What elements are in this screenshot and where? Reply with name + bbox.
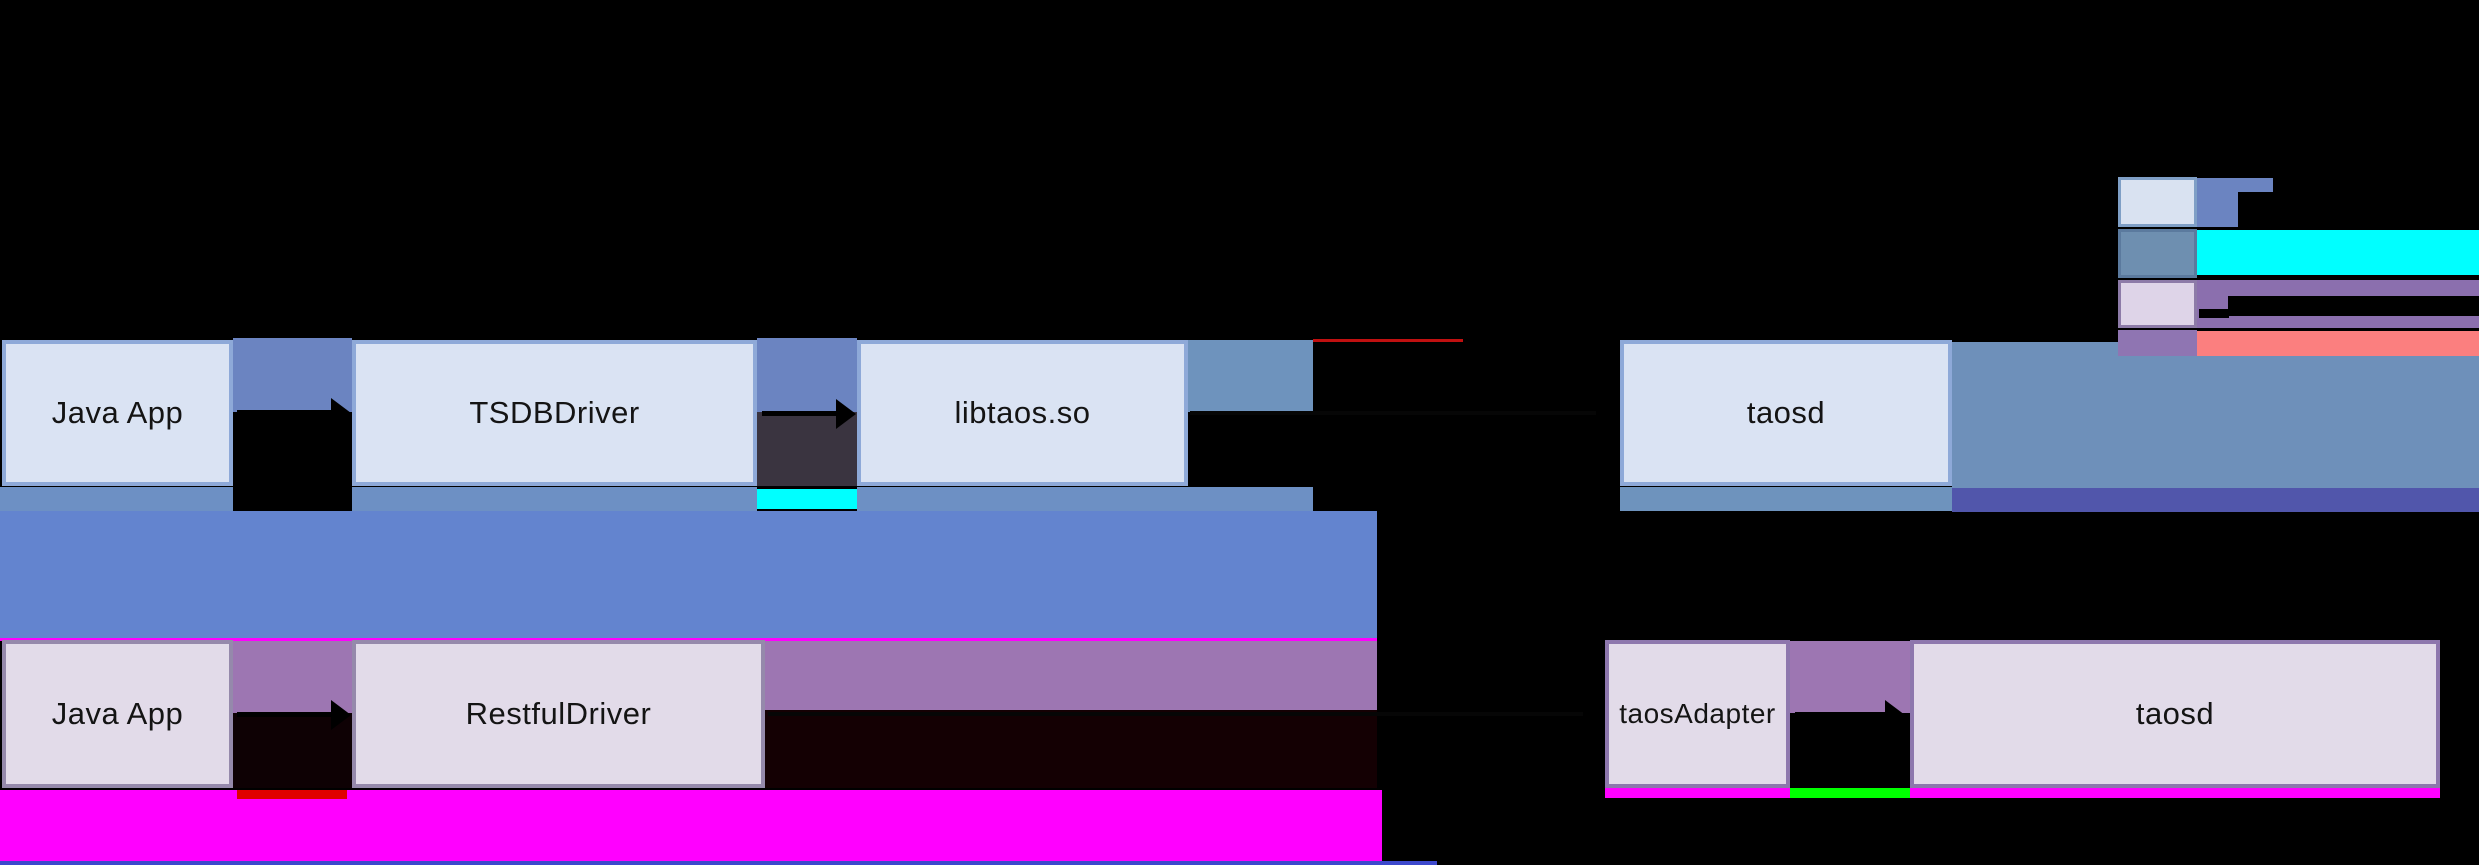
arrow-head-app-to-tsdb <box>331 398 351 428</box>
tsdbdriver-node: TSDBDriver <box>352 340 757 486</box>
restfuldriver-node: RestfulDriver <box>352 640 765 788</box>
legend-ink-row1 <box>2238 192 2273 227</box>
legend-swatch-light-blue <box>2118 177 2197 227</box>
legend-ink-row3-main <box>2228 296 2479 316</box>
arrow-head-adapter-to-taosd <box>1885 700 1905 730</box>
steel-rectangle-right-of-taosd <box>1952 342 2479 488</box>
restful-java-app-node: Java App <box>2 640 233 788</box>
libtaos-node: libtaos.so <box>857 340 1188 486</box>
legend-swatch-lavender <box>2118 280 2197 328</box>
restful-java-app-label: Java App <box>51 696 184 731</box>
arrow-head-restful-to-adapter <box>1583 700 1603 730</box>
legend-band-cyan <box>2197 230 2479 275</box>
legend-swatch-purple <box>2118 330 2197 356</box>
magenta-separator-line <box>0 638 1377 641</box>
arrow-line-adapter-to-taosd <box>1795 712 1887 717</box>
arrow-line-app-to-restful <box>237 712 333 717</box>
legend-ink-row3-small <box>2199 309 2229 318</box>
strip-under-javaapp-row1 <box>0 487 233 511</box>
arrow-head-tsdb-to-lib <box>836 399 856 429</box>
strip-under-taosd-row1 <box>1620 487 1952 511</box>
arrow-head-lib-to-taosd <box>1596 398 1616 428</box>
dark-maroon-region <box>760 710 1377 788</box>
taosd-row1-node: taosd <box>1620 340 1952 486</box>
arrow-line-restful-to-adapter <box>768 712 1583 716</box>
magenta-bottom-band <box>0 790 1382 861</box>
inter-row-blue-band <box>0 511 1377 638</box>
jni-java-app-node: Java App <box>2 340 233 486</box>
taosd-row2-label: taosd <box>2135 696 2215 731</box>
cyan-strip-under-jni-gap <box>757 489 857 509</box>
arrow-head-app-to-restful <box>331 700 351 730</box>
legend-swatch-steel-blue <box>2118 229 2197 278</box>
libtaos-label: libtaos.so <box>954 395 1091 430</box>
magenta-strip-under-taosadapter <box>1605 788 1790 798</box>
taosd-row1-label: taosd <box>1746 395 1826 430</box>
arrow-line-app-to-tsdb <box>237 410 333 415</box>
violet-strip-under-steel-rectangle <box>1952 488 2479 512</box>
restfuldriver-label: RestfulDriver <box>465 696 652 731</box>
magenta-strip-under-taosd-row2 <box>1910 788 2440 798</box>
arrow-line-tsdb-to-lib <box>762 411 838 416</box>
strip-under-tsdbdriver <box>352 487 757 511</box>
taosd-row2-node: taosd <box>1910 640 2440 788</box>
tsdbdriver-label: TSDBDriver <box>469 395 640 430</box>
strip-under-libtaos <box>857 487 1313 511</box>
band-purple-right-of-restful <box>760 641 1377 710</box>
bottom-blue-line <box>0 861 1437 865</box>
red-line-row1 <box>1313 339 1463 342</box>
red-strip-under-restful-gap <box>237 790 347 799</box>
band-steel-after-libtaos <box>1188 340 1313 412</box>
taosadapter-label: taosAdapter <box>1619 698 1776 729</box>
arrow-line-lib-to-taosd <box>1190 411 1596 415</box>
legend-band-salmon <box>2197 331 2479 356</box>
jni-java-app-label: Java App <box>51 395 184 430</box>
green-strip-under-adapter-gap <box>1790 788 1910 798</box>
taosadapter-node: taosAdapter <box>1605 640 1790 788</box>
